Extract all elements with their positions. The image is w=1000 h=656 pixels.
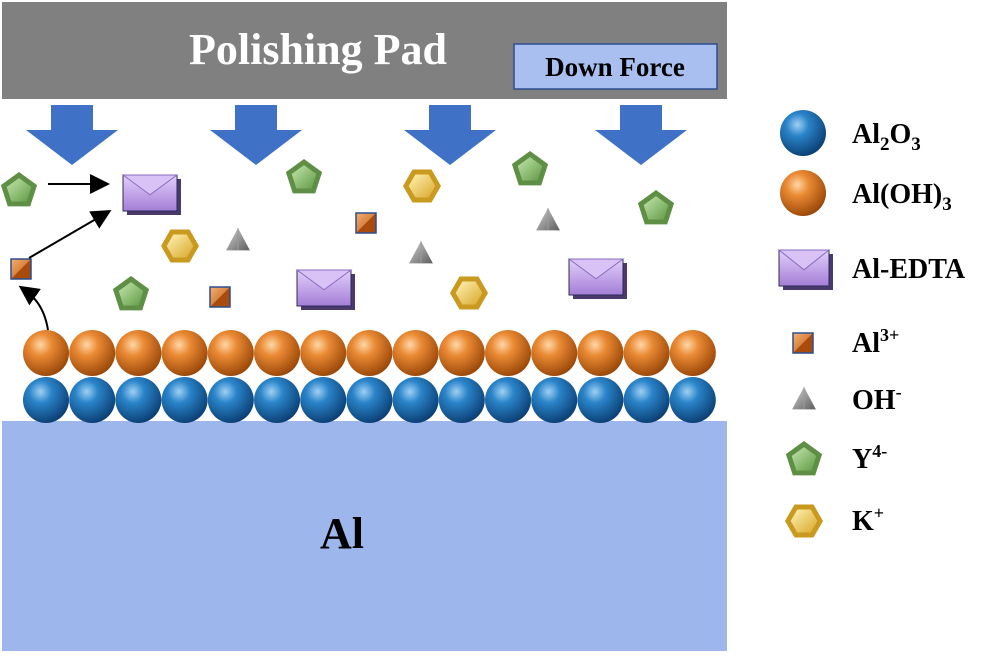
aloh3-sphere-icon <box>669 330 716 376</box>
oh-minus-triangle-icon <box>226 228 250 251</box>
al2o3-sphere-icon <box>623 377 670 423</box>
oh-minus-triangle-icon <box>536 208 560 231</box>
al-edta-complex-icon <box>121 174 181 215</box>
y4minus-pentagon-icon <box>112 276 150 311</box>
al2o3-sphere-icon <box>780 110 826 156</box>
al3plus-cube-icon <box>792 332 814 354</box>
al2o3-sphere-icon <box>115 377 162 423</box>
al3plus-cube-icon <box>355 212 377 234</box>
down-force-box <box>513 43 718 90</box>
y4minus-pentagon-icon <box>511 151 549 186</box>
legend: Al2O3 Al(OH)3 Al-EDTA Al3+ OH- Y4- K+ <box>777 110 966 538</box>
legend-label-al2o3: Al2O3 <box>852 119 921 155</box>
down-arrow-icon <box>595 105 687 165</box>
y4minus-pentagon-icon <box>285 159 323 194</box>
kplus-hexagon-icon <box>450 276 488 310</box>
al2o3-sphere-icon <box>300 377 347 423</box>
legend-label-aloh3: Al(OH)3 <box>852 179 952 215</box>
down-force-label: Down Force <box>545 52 685 82</box>
legend-label-oh-minus: OH- <box>852 382 902 416</box>
y4minus-pentagon-icon <box>637 190 675 225</box>
aloh3-sphere-icon <box>577 330 624 376</box>
al2o3-sphere-icon <box>346 377 393 423</box>
al2o3-sphere-icon <box>485 377 531 423</box>
aloh3-sphere-icon <box>300 330 347 376</box>
al2o3-sphere-icon <box>392 377 439 423</box>
al2o3-sphere-icon <box>254 377 300 423</box>
al2o3-layer <box>23 377 716 423</box>
aloh3-sphere-icon <box>531 330 578 376</box>
down-force-arrows <box>26 105 687 165</box>
legend-label-al-edta: Al-EDTA <box>852 254 966 285</box>
aloh3-sphere-icon <box>69 330 116 376</box>
al2o3-sphere-icon <box>69 377 116 423</box>
al2o3-sphere-icon <box>438 377 485 423</box>
aloh3-sphere-icon <box>207 330 254 376</box>
down-arrow-icon <box>26 105 118 165</box>
al2o3-sphere-icon <box>669 377 716 423</box>
al-edta-complex-icon <box>777 249 833 290</box>
aloh3-sphere-icon <box>346 330 393 376</box>
y4minus-pentagon-icon <box>0 172 38 207</box>
down-arrow-icon <box>404 105 496 165</box>
aloh3-sphere-icon <box>23 330 69 376</box>
dissolution-arrow <box>18 285 49 331</box>
al2o3-sphere-icon <box>161 377 208 423</box>
aloh3-sphere-icon <box>485 330 531 376</box>
al-substrate <box>2 421 727 651</box>
aloh3-layer <box>23 330 716 376</box>
reaction-arrows <box>18 174 112 331</box>
substrate-label: Al <box>320 509 364 558</box>
aloh3-sphere-icon <box>161 330 208 376</box>
kplus-hexagon-icon <box>785 504 823 538</box>
al2o3-sphere-icon <box>531 377 578 423</box>
al3plus-cube-icon <box>209 286 231 308</box>
al-edta-complex-icon <box>567 258 627 299</box>
al-edta-complex-icon <box>295 269 355 310</box>
legend-label-kplus: K+ <box>852 503 884 537</box>
kplus-hexagon-icon <box>161 229 199 263</box>
aloh3-sphere-icon <box>780 170 826 216</box>
pad-label: Polishing Pad <box>189 25 447 74</box>
oh-minus-triangle-icon <box>792 387 816 410</box>
aloh3-sphere-icon <box>392 330 439 376</box>
legend-label-y4minus: Y4- <box>852 441 887 475</box>
oh-minus-triangle-icon <box>409 241 433 264</box>
slurry-species <box>0 151 675 311</box>
al2o3-sphere-icon <box>577 377 624 423</box>
down-arrow-icon <box>210 105 302 165</box>
aloh3-sphere-icon <box>438 330 485 376</box>
kplus-hexagon-icon <box>403 169 441 203</box>
reaction-arrow <box>28 209 112 259</box>
al2o3-sphere-icon <box>207 377 254 423</box>
aloh3-sphere-icon <box>115 330 162 376</box>
legend-label-al3plus: Al3+ <box>852 325 899 359</box>
al3plus-cube-icon <box>10 258 32 280</box>
al2o3-sphere-icon <box>23 377 69 423</box>
aloh3-sphere-icon <box>254 330 300 376</box>
aloh3-sphere-icon <box>623 330 670 376</box>
y4minus-pentagon-icon <box>785 441 823 476</box>
